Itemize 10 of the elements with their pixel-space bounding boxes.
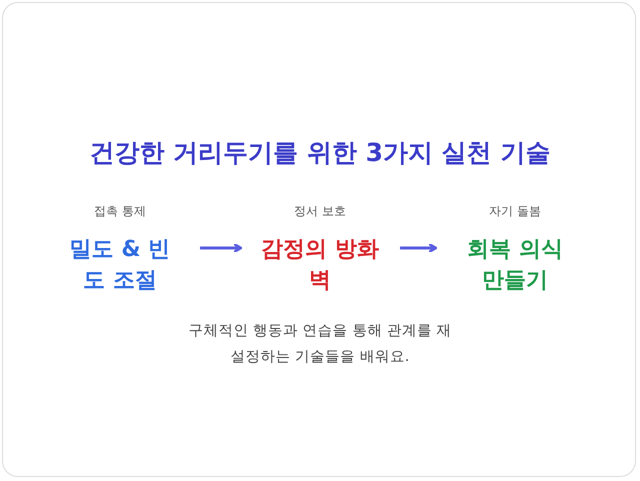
caption: 구체적인 행동과 연습을 통해 관계를 재설정하는 기술들을 배워요. xyxy=(187,322,453,367)
category-label: 자기 돌봄 xyxy=(489,203,541,220)
category-label: 접촉 통제 xyxy=(94,203,146,220)
technique-title: 감정의 방화벽 xyxy=(260,236,380,295)
title: 건강한 거리두기를 위한 3가지 실천 기술 xyxy=(88,137,552,169)
category-label: 정서 보호 xyxy=(294,203,346,220)
arrow xyxy=(400,242,438,254)
technique-title: 밀도 & 빈도 조절 xyxy=(68,236,172,295)
technique-title: 회복 의식 만들기 xyxy=(466,236,564,295)
arrow xyxy=(200,242,242,254)
